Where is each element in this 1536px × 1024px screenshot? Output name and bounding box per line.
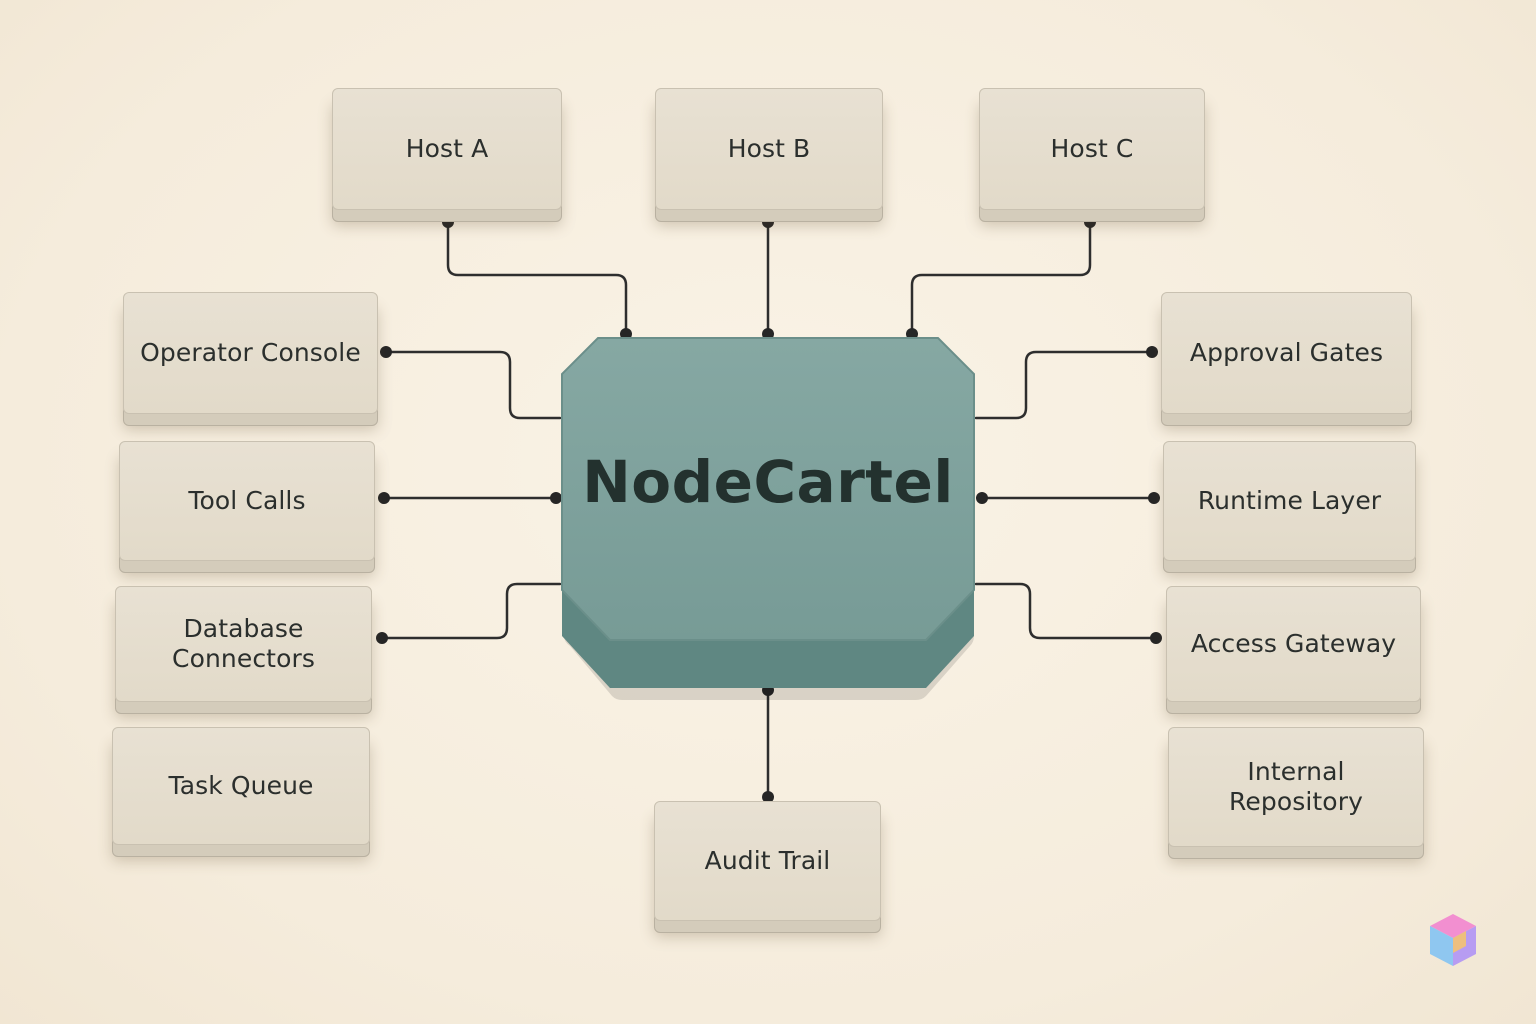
node-approval-gates[interactable]: Approval Gates — [1161, 292, 1412, 414]
node-access-gateway[interactable]: Access Gateway — [1166, 586, 1421, 702]
node-label: Approval Gates — [1189, 338, 1384, 367]
cube-logo-icon — [1430, 914, 1476, 966]
node-tool-calls[interactable]: Tool Calls — [119, 441, 375, 561]
dot-database-connectors — [376, 632, 388, 644]
link-host-a — [446, 220, 628, 336]
node-host-b[interactable]: Host B — [655, 88, 883, 210]
node-label: Internal Repository — [1229, 757, 1363, 816]
node-audit-trail[interactable]: Audit Trail — [654, 801, 881, 921]
dot-host-b-top — [762, 216, 774, 228]
dot-tool-calls — [378, 492, 390, 504]
node-internal-repository[interactable]: Internal Repository — [1168, 727, 1424, 847]
dot-runtime-layer-hub — [976, 492, 988, 504]
dot-runtime-layer — [1148, 492, 1160, 504]
hub-nodecartel[interactable]: NodeCartel — [560, 336, 976, 700]
node-host-c[interactable]: Host C — [979, 88, 1205, 210]
node-label: Tool Calls — [188, 486, 306, 515]
node-label: Database Connectors — [172, 614, 315, 673]
link-database-connectors — [380, 582, 562, 640]
node-host-a[interactable]: Host A — [332, 88, 562, 210]
node-label: Access Gateway — [1190, 629, 1397, 658]
node-label: Audit Trail — [704, 846, 831, 875]
node-label: Task Queue — [168, 771, 314, 800]
node-operator-console[interactable]: Operator Console — [123, 292, 378, 414]
node-database-connectors[interactable]: Database Connectors — [115, 586, 372, 702]
dot-host-a-top — [442, 216, 454, 228]
node-task-queue[interactable]: Task Queue — [112, 727, 370, 845]
link-operator-console — [384, 350, 562, 420]
hub-shape — [561, 337, 975, 700]
dot-host-c-top — [1084, 216, 1096, 228]
node-label: Host A — [405, 134, 489, 163]
dot-approval-gates — [1146, 346, 1158, 358]
link-host-c — [910, 220, 1092, 336]
hub-title: NodeCartel — [582, 448, 954, 516]
link-approval-gates — [974, 350, 1154, 420]
node-runtime-layer[interactable]: Runtime Layer — [1163, 441, 1416, 561]
dot-operator-console — [380, 346, 392, 358]
node-label: Host C — [1050, 134, 1134, 163]
dot-access-gateway — [1150, 632, 1162, 644]
node-label: Runtime Layer — [1197, 486, 1382, 515]
link-access-gateway — [974, 582, 1158, 640]
node-label: Host B — [727, 134, 811, 163]
node-label: Operator Console — [140, 338, 361, 367]
